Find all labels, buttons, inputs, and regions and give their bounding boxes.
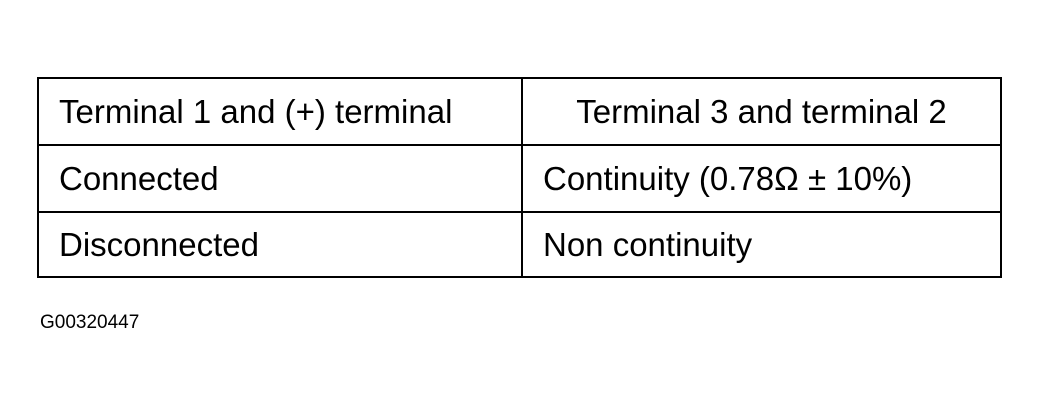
cell-continuity: Continuity (0.78Ω ± 10%) bbox=[523, 146, 1000, 213]
continuity-table: Terminal 1 and (+) terminal Terminal 3 a… bbox=[37, 77, 1002, 278]
cell-connected: Connected bbox=[39, 146, 523, 213]
header-terminal-3-2: Terminal 3 and terminal 2 bbox=[523, 79, 1000, 146]
cell-non-continuity: Non continuity bbox=[543, 226, 753, 263]
figure-id: G00320447 bbox=[40, 312, 140, 333]
header-terminal-1-plus: Terminal 1 and (+) terminal bbox=[39, 79, 523, 146]
cell-disconnected: Disconnected bbox=[39, 213, 523, 276]
